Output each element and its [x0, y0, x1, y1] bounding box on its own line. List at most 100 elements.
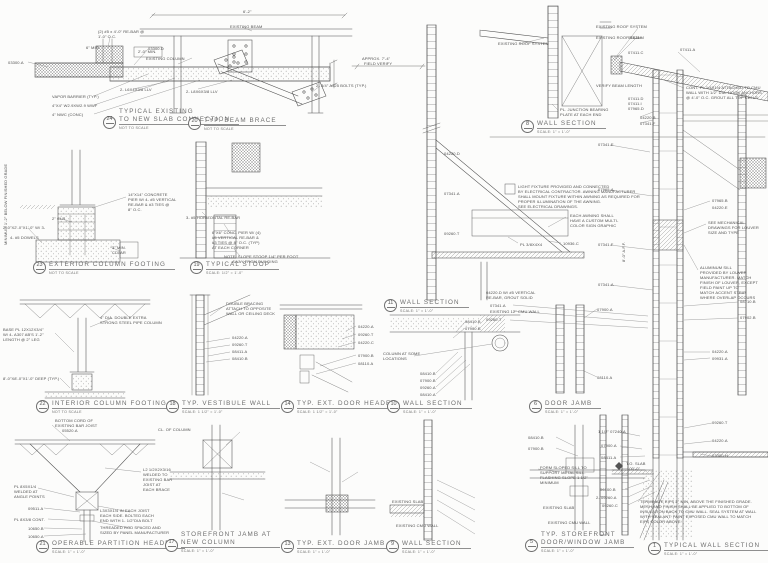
annotation-label: APPROX. 7'-4": [362, 56, 391, 61]
annotation-label: VAPOR BARRIER (TYP.): [52, 94, 99, 99]
drawing-geometry: [14, 5, 768, 543]
detail-number: 9: [390, 540, 395, 547]
detail-title-text: WALL SECTION: [403, 400, 463, 407]
annotation-label: 07965.B: [712, 198, 728, 203]
annotation-label: CONT. PL 1/4X1/4 ATTACHED TO CMU: [686, 85, 761, 90]
annotation-label: STRONG STEEL PIPE COLUMN: [100, 320, 162, 325]
annotation-label: MESH AND FINISH SHALL BE APPLIED TO BOTT…: [640, 504, 749, 509]
annotation-label: TERMINATE EIFS 2" MIN. ABOVE THE FINISHE…: [640, 499, 752, 504]
detail-number: 22: [39, 400, 46, 407]
annotation-label: 03300.D: [148, 46, 164, 51]
detail-callout-1: 1 TYPICAL WALL SECTION SCALE: 1" = 1'-0": [648, 542, 768, 556]
annotation-label: L2 1/2X2X3/16: [143, 467, 171, 472]
annotation-label: 4- #5 DOWELS: [10, 235, 39, 240]
annotation-label: 14"X14" CONCRETE: [128, 192, 168, 197]
bubble-divider: [523, 127, 532, 132]
detail-number: 1: [652, 542, 657, 549]
annotation-label: 07965.D: [628, 106, 644, 111]
detail-title-text: DOOR JAMB: [545, 400, 593, 407]
annotation-label: 09260.T: [232, 342, 248, 347]
annotation-label: #5 VERTICAL RE-BAR &: [212, 235, 259, 240]
annotation-label: 08410.B: [232, 356, 248, 361]
annotation-label: MATCH ACCENT STRIP: [700, 290, 746, 295]
detail-number: 13: [284, 540, 291, 547]
detail-number-bubble: 5: [525, 538, 538, 552]
annotation-label: #3 TIES @ 8" O.C. (TYP): [212, 240, 260, 245]
annotation-label: DRAWINGS FOR LOUVER: [708, 225, 759, 230]
annotation-label: 2'-0"X2'-0"X1'-0" W/ 3-: [3, 225, 46, 230]
bubble-divider: [389, 407, 398, 412]
bubble-divider: [192, 268, 201, 273]
annotation-label: 08410.B: [528, 435, 544, 440]
annotation-label: 04220.D: [444, 151, 460, 156]
annotation-label: 2- L8X6X3/8 LLV: [186, 89, 218, 94]
detail-number: 21: [39, 540, 46, 547]
annotation-label: 2'-0" MIN.: [138, 49, 157, 54]
detail-title-text: TYP. EXT. DOOR HEADER: [297, 400, 397, 407]
detail-title-text: TYPICAL STOOP: [206, 261, 270, 268]
detail-number-bubble: 17: [165, 538, 178, 552]
annotation-label: FIELD VERIFY: [364, 61, 393, 66]
annotation-label: 07341.F: [640, 121, 656, 126]
bubble-divider: [388, 547, 397, 552]
annotation-label: BY ELECTRICAL CONTRACTOR. AWNING MANUFAC…: [518, 189, 636, 194]
detail-title-text: TO NEW SLAB CONNECTION: [119, 115, 231, 123]
bubble-divider: [38, 547, 47, 552]
detail-number: 19: [193, 261, 200, 268]
annotation-label: (2) #5 x 4'-0" RE-BAR @: [98, 29, 145, 34]
annotation-label: ALUMINUM SILL: [700, 265, 732, 270]
annotation-label: 03300.H: [712, 453, 728, 458]
annotation-label: 09260.C: [602, 503, 618, 508]
detail-title-text: DOOR/WINDOW JAMB: [541, 538, 626, 546]
annotation-label: 07341.A: [598, 282, 614, 287]
annotation-label: PL 3/8X4X4: [520, 242, 543, 247]
annotation-label: 3" MIN.: [112, 245, 126, 250]
annotation-label: 03300.A: [8, 60, 24, 65]
annotation-label: 04220.A: [232, 335, 248, 340]
annotation-label: 07900.B: [465, 326, 481, 331]
annotation-label: AWAY FROM BUILDING: [232, 259, 278, 264]
annotation-label: EXISTING ROOF SYSTEM: [596, 24, 647, 29]
detail-scale-text: SCALE: 1" = 1'-0": [297, 550, 331, 555]
detail-scale-text: SCALE: 1" = 1'-0": [664, 552, 698, 557]
detail-scale-text: SCALE: 1" = 1'-0": [402, 550, 436, 555]
detail-number: 24: [106, 116, 113, 123]
annotation-label: WELDED TO: [143, 472, 168, 477]
detail-number: 6: [533, 400, 538, 407]
annotation-label: PIER W/ 4- #5 VERTICAL: [128, 197, 177, 202]
bubble-divider: [283, 407, 292, 412]
annotation-label: FLASHING SLOPE 1 1/2": [540, 475, 588, 480]
detail-title-text: TYPICAL WALL SECTION: [664, 542, 761, 549]
detail-scale-text: SCALE: 1" = 1'-0": [403, 410, 437, 415]
annotation-label: 10650.B: [28, 526, 44, 531]
annotation-label: EXISTING COLUMN: [146, 56, 185, 61]
annotation-label: EXISTING BAR: [143, 477, 173, 482]
bubble-divider: [531, 407, 540, 412]
detail-scale-text: NOT TO SCALE: [119, 125, 149, 130]
annotation-label: SIZE AND TYPE: [708, 230, 740, 235]
detail-number: 17: [168, 539, 175, 546]
annotation-label: 07900.A: [597, 307, 613, 312]
annotation-label: BASE PL 12X12X3/4": [3, 327, 44, 332]
annotation-label: FINISH OF LOUVER, EXCEPT: [700, 280, 758, 285]
annotation-label: 4" NWC (CONC): [52, 112, 84, 117]
annotation-label: @ 4'-0" O.C. GROUT ALL TOP CELLS: [686, 95, 758, 100]
annotation-label: 2- 09260.A: [596, 495, 617, 500]
annotation-label: 07341.A: [490, 303, 506, 308]
detail-number: 14: [284, 400, 291, 407]
annotation-label: 09260.T: [358, 332, 374, 337]
annotation-label: EXISTING BAR JOIST: [55, 423, 98, 428]
bubble-divider: [283, 547, 292, 552]
detail-number-bubble: 21: [36, 540, 49, 554]
annotation-label: 04220.B: [640, 115, 656, 120]
annotation-label: ATTACH TO OPPOSITE: [226, 306, 272, 311]
annotation-label: 1 1/2" 07240.A: [598, 429, 626, 434]
